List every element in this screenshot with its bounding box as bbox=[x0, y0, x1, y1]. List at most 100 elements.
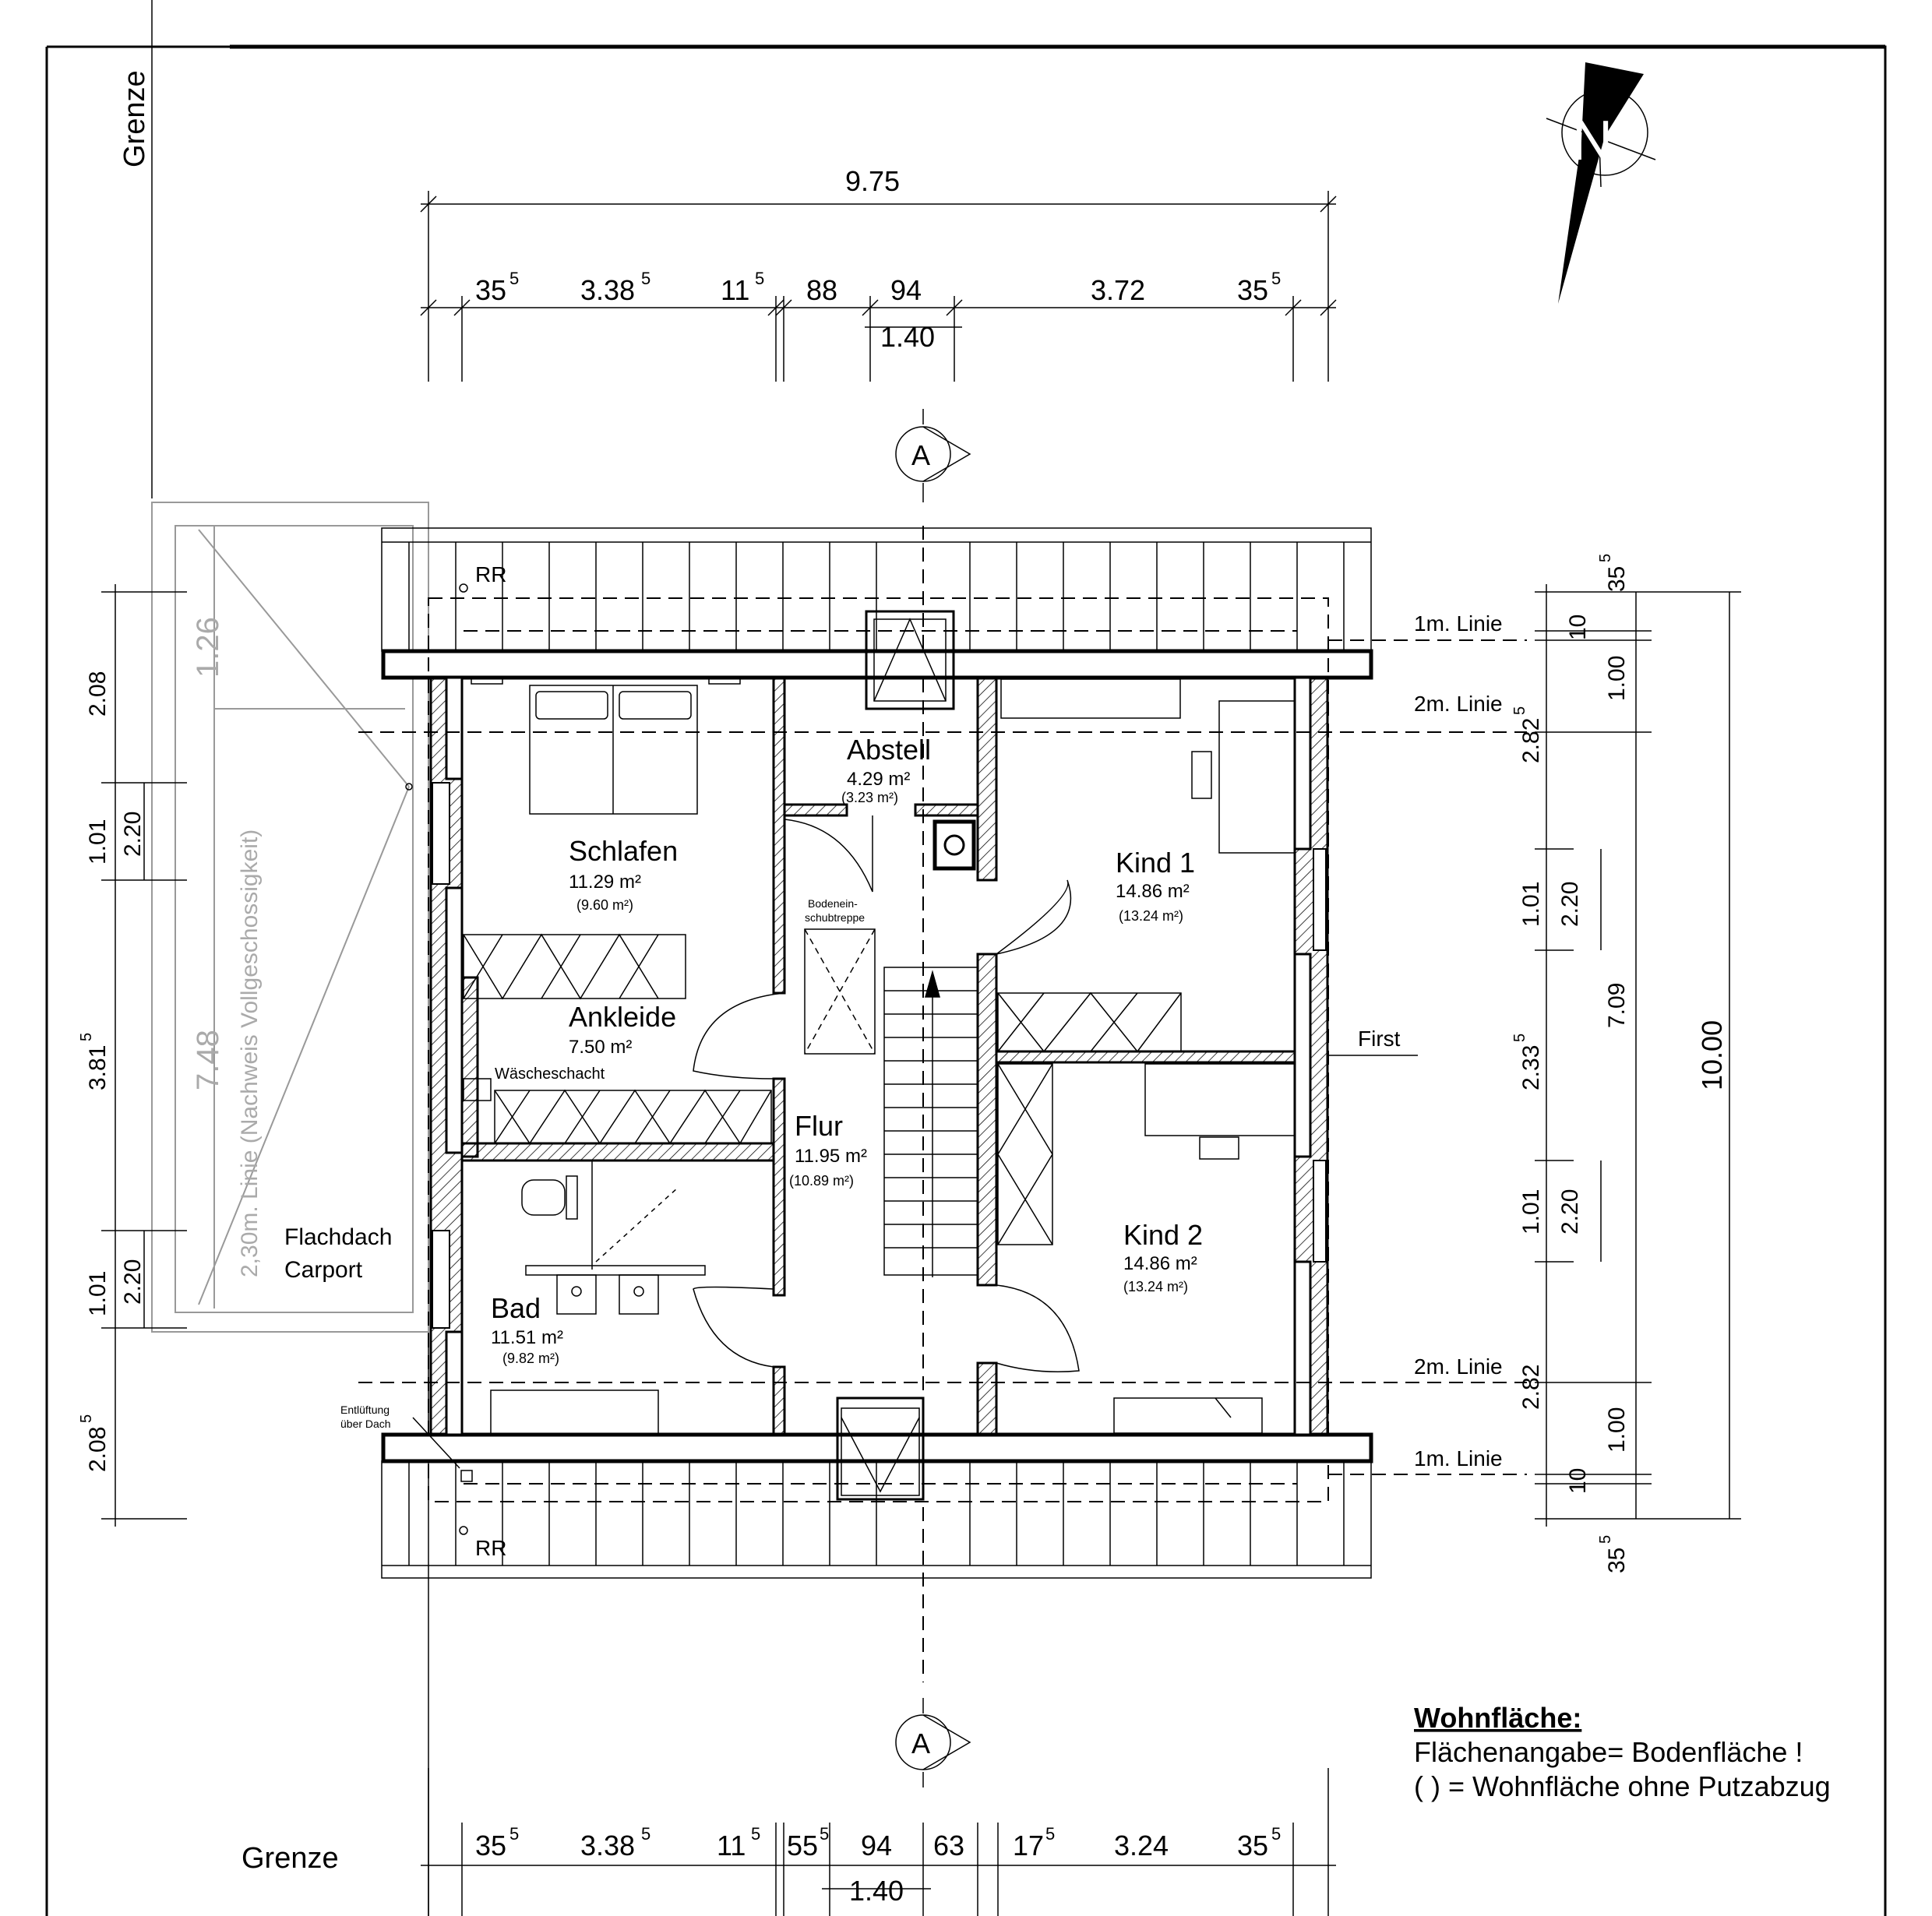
section-marker-bottom: A bbox=[895, 1698, 971, 1787]
room-kind2-name: Kind 2 bbox=[1123, 1219, 1203, 1251]
dim-bottom-3: 11 bbox=[717, 1830, 746, 1861]
dimension-chain-top: 9.75 35 5 3.38 5 11 5 88 94 3.72 35 5 1.… bbox=[420, 165, 1337, 382]
room-kind2-net: (13.24 m²) bbox=[1123, 1279, 1188, 1294]
attic-ladder-label-2: schubtreppe bbox=[805, 911, 865, 924]
attic-ladder-label-1: Bodenein- bbox=[808, 897, 858, 910]
section-label-bottom: A bbox=[911, 1728, 930, 1759]
dim-right-3: 1.00 bbox=[1604, 656, 1630, 701]
laundry-chute-label: Wäscheschacht bbox=[495, 1065, 605, 1083]
vent-leader bbox=[412, 1417, 460, 1469]
dim-bottom-1-sup: 5 bbox=[509, 1824, 519, 1844]
dim-right-12: 1.00 bbox=[1604, 1407, 1630, 1453]
dim-left-4-sup: 5 bbox=[78, 1033, 95, 1041]
dim-left-1: 2.08 bbox=[85, 671, 111, 717]
dim-bottom-sub: 1.40 bbox=[849, 1875, 904, 1907]
room-abstell-name: Abstell bbox=[847, 734, 931, 766]
carport-label-2: Carport bbox=[284, 1257, 363, 1283]
room-kind1-net: (13.24 m²) bbox=[1119, 908, 1183, 924]
dim-right-9: 1.01 bbox=[1518, 1189, 1544, 1234]
skylight-south bbox=[836, 1396, 925, 1501]
north-arrow-icon: N bbox=[1546, 62, 1656, 304]
dim-bottom-6: 63 bbox=[933, 1830, 964, 1861]
skylight-north bbox=[865, 610, 955, 710]
dim-right-4-sup: 5 bbox=[1511, 706, 1528, 715]
room-schlafen-net: (9.60 m²) bbox=[576, 897, 633, 913]
dim-right-10: 2.20 bbox=[1557, 1189, 1583, 1234]
laundry-chute: Wäscheschacht bbox=[463, 1065, 605, 1101]
dim-top-sub: 1.40 bbox=[880, 321, 935, 353]
dim-right-4: 2.82 bbox=[1518, 718, 1544, 763]
kind2-furniture bbox=[1113, 1063, 1296, 1434]
dim-bottom-2: 3.38 bbox=[580, 1830, 635, 1861]
dim-bottom-3-sup: 5 bbox=[751, 1824, 760, 1844]
line-1m-bottom: 1m. Linie bbox=[1414, 1446, 1503, 1470]
dim-top-7: 35 bbox=[1237, 274, 1268, 306]
dim-right-11: 2.82 bbox=[1518, 1365, 1544, 1410]
room-kind1-name: Kind 1 bbox=[1116, 847, 1195, 879]
dim-bottom-9: 35 bbox=[1237, 1830, 1268, 1861]
dim-right-2: 10 bbox=[1565, 615, 1591, 640]
dim-top-3-sup: 5 bbox=[755, 269, 764, 288]
dim-top-overall: 9.75 bbox=[845, 165, 900, 197]
dimension-chain-left: 2.08 1.01 2.20 3.81 5 1.01 2.20 2.08 5 bbox=[78, 584, 187, 1527]
carport-note: 2,30m. Linie (Nachweis Vollgeschossigkei… bbox=[237, 829, 263, 1277]
bed bbox=[471, 677, 741, 815]
dim-right-6: 2.20 bbox=[1557, 882, 1583, 927]
vent-label-1: Entlüftung bbox=[340, 1404, 390, 1416]
legend-title: Wohnfläche: bbox=[1414, 1702, 1581, 1734]
room-bad-name: Bad bbox=[491, 1292, 541, 1324]
dim-right-8: 7.09 bbox=[1604, 983, 1630, 1028]
room-ankleide-name: Ankleide bbox=[569, 1001, 676, 1033]
dim-bottom-4-sup: 5 bbox=[820, 1824, 829, 1844]
dim-right-overall: 10.00 bbox=[1696, 1020, 1728, 1090]
dimension-chain-bottom: 35 5 3.38 5 11 5 55 5 94 63 17 5 3.24 35… bbox=[421, 1768, 1336, 1916]
dim-bottom-7-sup: 5 bbox=[1045, 1824, 1055, 1844]
room-abstell-net: (3.23 m²) bbox=[841, 790, 898, 805]
legend: Wohnfläche: Flächenangabe= Bodenfläche !… bbox=[1414, 1702, 1831, 1802]
dim-left-7-sup: 5 bbox=[78, 1414, 95, 1423]
dim-top-6: 3.72 bbox=[1091, 274, 1145, 306]
room-schlafen-area: 11.29 m² bbox=[569, 872, 641, 893]
dim-bottom-1: 35 bbox=[475, 1830, 506, 1861]
line-2m-top: 2m. Linie bbox=[1414, 692, 1503, 716]
attic-ladder: Bodenein- schubtreppe bbox=[804, 897, 876, 1055]
legend-line-2: ( ) = Wohnfläche ohne Putzabzug bbox=[1414, 1770, 1831, 1802]
dim-left-3: 2.20 bbox=[120, 812, 146, 857]
dim-right-1: 35 bbox=[1604, 566, 1630, 592]
dim-top-2: 3.38 bbox=[580, 274, 635, 306]
section-label-top: A bbox=[911, 439, 930, 471]
north-label: N bbox=[1572, 110, 1613, 172]
room-flur-net: (10.89 m²) bbox=[789, 1173, 854, 1189]
room-kind2-area: 14.86 m² bbox=[1123, 1253, 1197, 1274]
dim-right-7-sup: 5 bbox=[1511, 1034, 1528, 1042]
dim-top-5: 94 bbox=[890, 274, 922, 306]
dim-bottom-8: 3.24 bbox=[1114, 1830, 1169, 1861]
room-bad-net: (9.82 m²) bbox=[502, 1351, 559, 1366]
interior-walls bbox=[460, 676, 1296, 1436]
dimension-chain-right: 35 5 10 1.00 2.82 5 1.01 2.20 2.33 5 7.0… bbox=[1511, 554, 1741, 1573]
carport-dim-1: 1.26 bbox=[191, 617, 225, 678]
dim-right-13: 10 bbox=[1565, 1468, 1591, 1494]
bathroom-fixtures bbox=[490, 1161, 706, 1435]
dim-bottom-2-sup: 5 bbox=[641, 1824, 650, 1844]
first-label: First bbox=[1358, 1027, 1401, 1051]
dim-left-6: 2.20 bbox=[120, 1259, 146, 1305]
room-labels: Schlafen 11.29 m² (9.60 m²) Abstell 4.29… bbox=[491, 734, 1203, 1366]
dim-left-7: 2.08 bbox=[85, 1427, 111, 1472]
kind1-furniture bbox=[1000, 678, 1296, 854]
room-ankleide-area: 7.50 m² bbox=[569, 1037, 632, 1058]
vent-label-2: über Dach bbox=[340, 1418, 391, 1430]
line-2m-bottom: 2m. Linie bbox=[1414, 1354, 1503, 1379]
carport: 1.26 7.48 2,30m. Linie (Nachweis Vollges… bbox=[151, 502, 429, 1333]
rr-label-top: RR bbox=[475, 562, 506, 586]
page-frame bbox=[45, 45, 1887, 1916]
dim-right-7: 2.33 bbox=[1518, 1045, 1544, 1090]
grenze-label-top: Grenze bbox=[118, 70, 151, 167]
dim-bottom-4: 55 bbox=[787, 1830, 818, 1861]
dim-top-3: 11 bbox=[721, 274, 749, 306]
legend-line-1: Flächenangabe= Bodenfläche ! bbox=[1414, 1736, 1803, 1768]
dim-top-1-sup: 5 bbox=[509, 269, 519, 288]
room-flur-area: 11.95 m² bbox=[795, 1146, 867, 1167]
dim-left-2: 1.01 bbox=[85, 819, 111, 865]
